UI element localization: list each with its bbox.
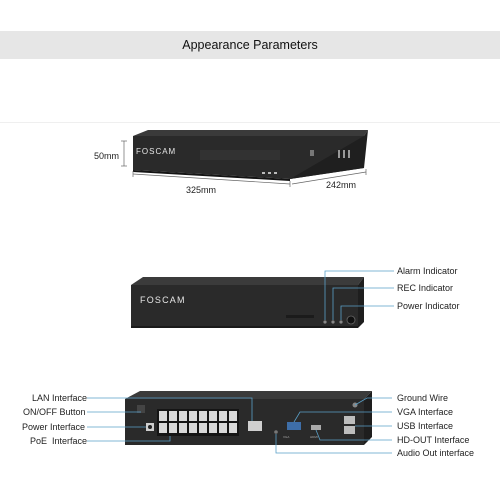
poe-port xyxy=(189,423,197,433)
poe-port xyxy=(169,423,177,433)
depth-dimension-label: 242mm xyxy=(326,180,357,190)
poe-port xyxy=(229,411,237,421)
poe-port xyxy=(179,411,187,421)
ground-wire-label: Ground Wire xyxy=(397,393,449,403)
poe-port xyxy=(209,423,217,433)
poe-port xyxy=(159,411,167,421)
hd-out-interface-label: HD-OUT Interface xyxy=(397,435,470,445)
power-indicator-label: Power Indicator xyxy=(397,301,460,311)
poe-port xyxy=(229,423,237,433)
width-dimension-label: 325mm xyxy=(186,185,217,195)
front-callout-lines xyxy=(324,270,394,320)
nvr-front-image: FOSCAM xyxy=(131,277,364,328)
on-off-button-label: ON/OFF Button xyxy=(23,407,86,417)
poe-interface-label: PoE Interface xyxy=(30,436,88,446)
rear-callout-lines xyxy=(87,397,392,454)
poe-port xyxy=(179,423,187,433)
header-band: Appearance Parameters xyxy=(0,31,500,59)
svg-text:HDMI: HDMI xyxy=(310,435,318,439)
height-dimension-label: 50mm xyxy=(94,151,120,161)
poe-port xyxy=(159,423,167,433)
power-interface-label: Power Interface xyxy=(22,422,86,432)
poe-port xyxy=(199,423,207,433)
brand-logo-front: FOSCAM xyxy=(140,295,186,305)
svg-text:VGA: VGA xyxy=(283,435,289,439)
vga-interface-label: VGA Interface xyxy=(397,407,454,417)
usb-interface-label: USB Interface xyxy=(397,421,454,431)
lan-interface-label: LAN Interface xyxy=(32,393,88,403)
rec-indicator-label: REC Indicator xyxy=(397,283,454,293)
poe-port xyxy=(219,423,227,433)
poe-port xyxy=(189,411,197,421)
brand-logo-top: FOSCAM xyxy=(136,147,176,156)
section-divider xyxy=(0,122,500,123)
poe-port xyxy=(219,411,227,421)
poe-port xyxy=(209,411,217,421)
audio-out-interface-label: Audio Out interface xyxy=(397,448,475,458)
nvr-perspective-image: FOSCAM xyxy=(133,130,368,181)
poe-port-grid xyxy=(159,411,237,433)
poe-port xyxy=(169,411,177,421)
page-title: Appearance Parameters xyxy=(182,38,318,52)
alarm-indicator-label: Alarm Indicator xyxy=(397,266,458,276)
dimension-lines xyxy=(121,140,367,187)
poe-port xyxy=(199,411,207,421)
